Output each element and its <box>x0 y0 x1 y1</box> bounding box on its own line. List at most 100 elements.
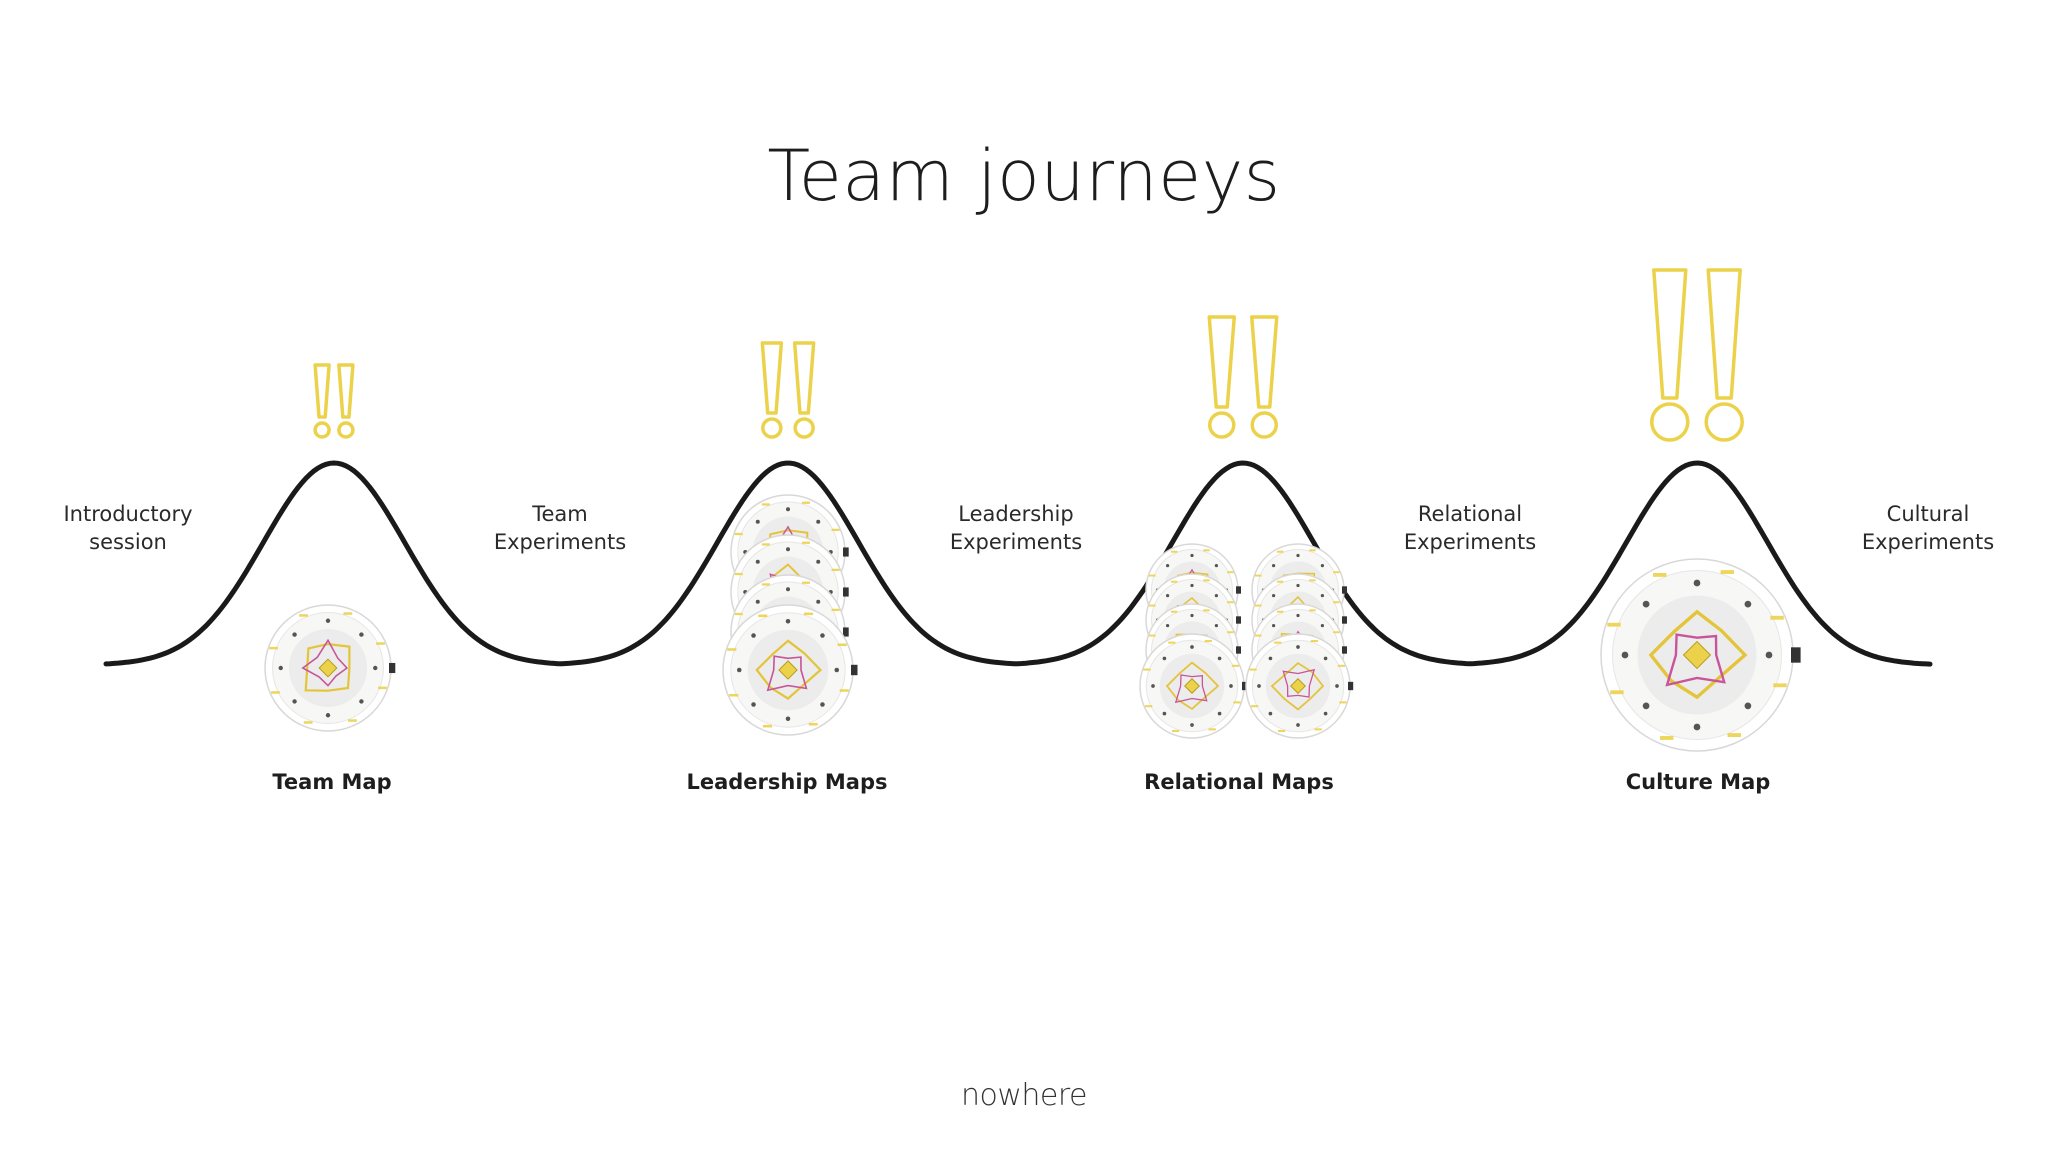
map-ring-label-mark <box>303 721 313 724</box>
map-ring-label-mark <box>1770 615 1784 620</box>
map-tab <box>1236 646 1241 654</box>
map-ring-label-mark <box>808 722 818 726</box>
map-ring-label-mark <box>1276 610 1284 613</box>
map-symbol-dot <box>325 713 331 718</box>
map-symbol-dot <box>1693 579 1701 587</box>
map-ring-label-mark <box>837 643 847 647</box>
map-symbol-dot <box>1765 651 1773 659</box>
map-symbol-dot <box>1323 711 1328 716</box>
map-ring-label-mark <box>801 581 810 584</box>
map-symbol-dot <box>820 633 825 638</box>
map-radar-outline <box>304 642 351 692</box>
map-ring-label-mark <box>1208 728 1216 731</box>
map-symbol-dot <box>1151 684 1155 688</box>
map-symbol-dot <box>786 547 790 552</box>
map-symbol-dot <box>1271 623 1276 628</box>
map-symbol-dot <box>1320 623 1325 628</box>
map-ring-label-mark <box>1277 729 1286 732</box>
map-symbol-dot <box>1296 553 1300 558</box>
map-symbol-dot <box>1335 684 1339 688</box>
map-symbol-dot <box>1296 723 1300 727</box>
map-symbol-dot <box>755 599 760 604</box>
map-symbol-dot <box>359 632 364 637</box>
stage-label-line: Experiments <box>1861 530 1995 554</box>
map-symbol-dot <box>816 559 821 564</box>
map-ring-label-mark <box>831 528 840 532</box>
map-center-diamond <box>318 658 338 678</box>
map-ring-label-mark <box>1653 573 1667 577</box>
map-ring-label-mark <box>1149 604 1156 607</box>
map-ring-label-mark <box>803 612 814 616</box>
map-label-leadership: Leadership Maps <box>686 770 888 794</box>
map-symbol-dot <box>1217 711 1222 716</box>
map-symbol-dot <box>1190 723 1194 727</box>
map-tab <box>843 547 849 557</box>
map-ring-label-mark <box>269 646 278 650</box>
map-ring-label-mark <box>1227 571 1234 574</box>
map-symbol-dot <box>1323 656 1328 661</box>
map-ring-label-mark <box>376 642 385 645</box>
map-ring-label-mark <box>761 543 770 546</box>
map-ring-label-mark <box>1610 690 1624 695</box>
map-ring-label-mark <box>1333 601 1340 604</box>
map-symbol-dot <box>816 599 821 604</box>
stage-label-team-experiments: Team Experiments <box>450 500 670 556</box>
map-ring-label-mark <box>1143 668 1151 671</box>
exclamation-dot-icon <box>1208 411 1236 439</box>
map-ring-label-mark <box>348 719 357 722</box>
map-symbol-dot <box>1642 702 1650 710</box>
map-ring-label-mark <box>839 689 849 692</box>
map-symbol-dot <box>1214 623 1219 628</box>
map-disc-icon <box>1245 633 1354 739</box>
map-ring-label-mark <box>734 612 743 616</box>
stage-label-line: Experiments <box>949 530 1083 554</box>
map-ring-label-mark <box>1309 609 1316 612</box>
map-tab <box>1342 646 1347 654</box>
exclamation-dot-icon <box>1650 402 1690 442</box>
map-label-relational: Relational Maps <box>1144 770 1334 794</box>
map-symbol-dot <box>1296 583 1300 588</box>
map-ring-label-mark <box>1255 604 1262 607</box>
map-label-team: Team Map <box>272 770 392 794</box>
map-symbol-dot <box>786 587 790 592</box>
stage-label-line: Experiments <box>493 530 627 554</box>
map-symbol-dot <box>292 699 297 704</box>
map-ring-label-mark <box>1171 729 1180 732</box>
stage-label-relational-experiments: Relational Experiments <box>1360 500 1580 556</box>
map-ring-label-mark <box>1203 579 1210 582</box>
map-tab <box>1242 681 1248 691</box>
map-ring-label-mark <box>1314 728 1322 731</box>
exclamation-dot-icon <box>313 421 331 439</box>
map-ring-label-mark <box>1170 580 1178 583</box>
map-symbol-dot <box>1217 656 1222 661</box>
map-symbol-dot <box>786 507 790 512</box>
double-exclamation-icon <box>760 341 816 439</box>
map-symbol-dot <box>1190 645 1194 649</box>
map-ring-label-mark <box>761 503 770 506</box>
map-symbol-dot <box>1190 613 1194 618</box>
map-radar-inner <box>1282 668 1316 698</box>
map-symbol-dot <box>278 665 283 671</box>
map-ring-label-mark <box>1233 701 1241 704</box>
map-ring-label-mark <box>727 648 737 651</box>
stage-label-line: session <box>89 530 167 554</box>
map-ring-label-mark <box>831 608 840 612</box>
map-symbol-dot <box>834 667 840 673</box>
map-ring-label-mark <box>1337 664 1346 667</box>
map-symbol-dot <box>1162 656 1167 661</box>
map-symbol-dot <box>1190 583 1194 588</box>
map-tab <box>851 664 858 676</box>
map-ring-label-mark <box>801 501 810 504</box>
map-symbol-dot <box>1257 684 1261 688</box>
map-ring-label-mark <box>1227 631 1234 634</box>
map-ring-label-mark <box>1144 705 1153 708</box>
map-radar-inner <box>1665 633 1726 687</box>
map-ring-label-mark <box>1249 668 1257 671</box>
page-title: Team journeys <box>767 135 1281 217</box>
map-ring-label-mark <box>1170 610 1178 613</box>
exclamation-bar-icon <box>1207 315 1236 409</box>
map-ring-label-mark <box>801 541 810 544</box>
map-symbol-dot <box>1165 623 1170 628</box>
map-ring-label-mark <box>734 572 743 576</box>
